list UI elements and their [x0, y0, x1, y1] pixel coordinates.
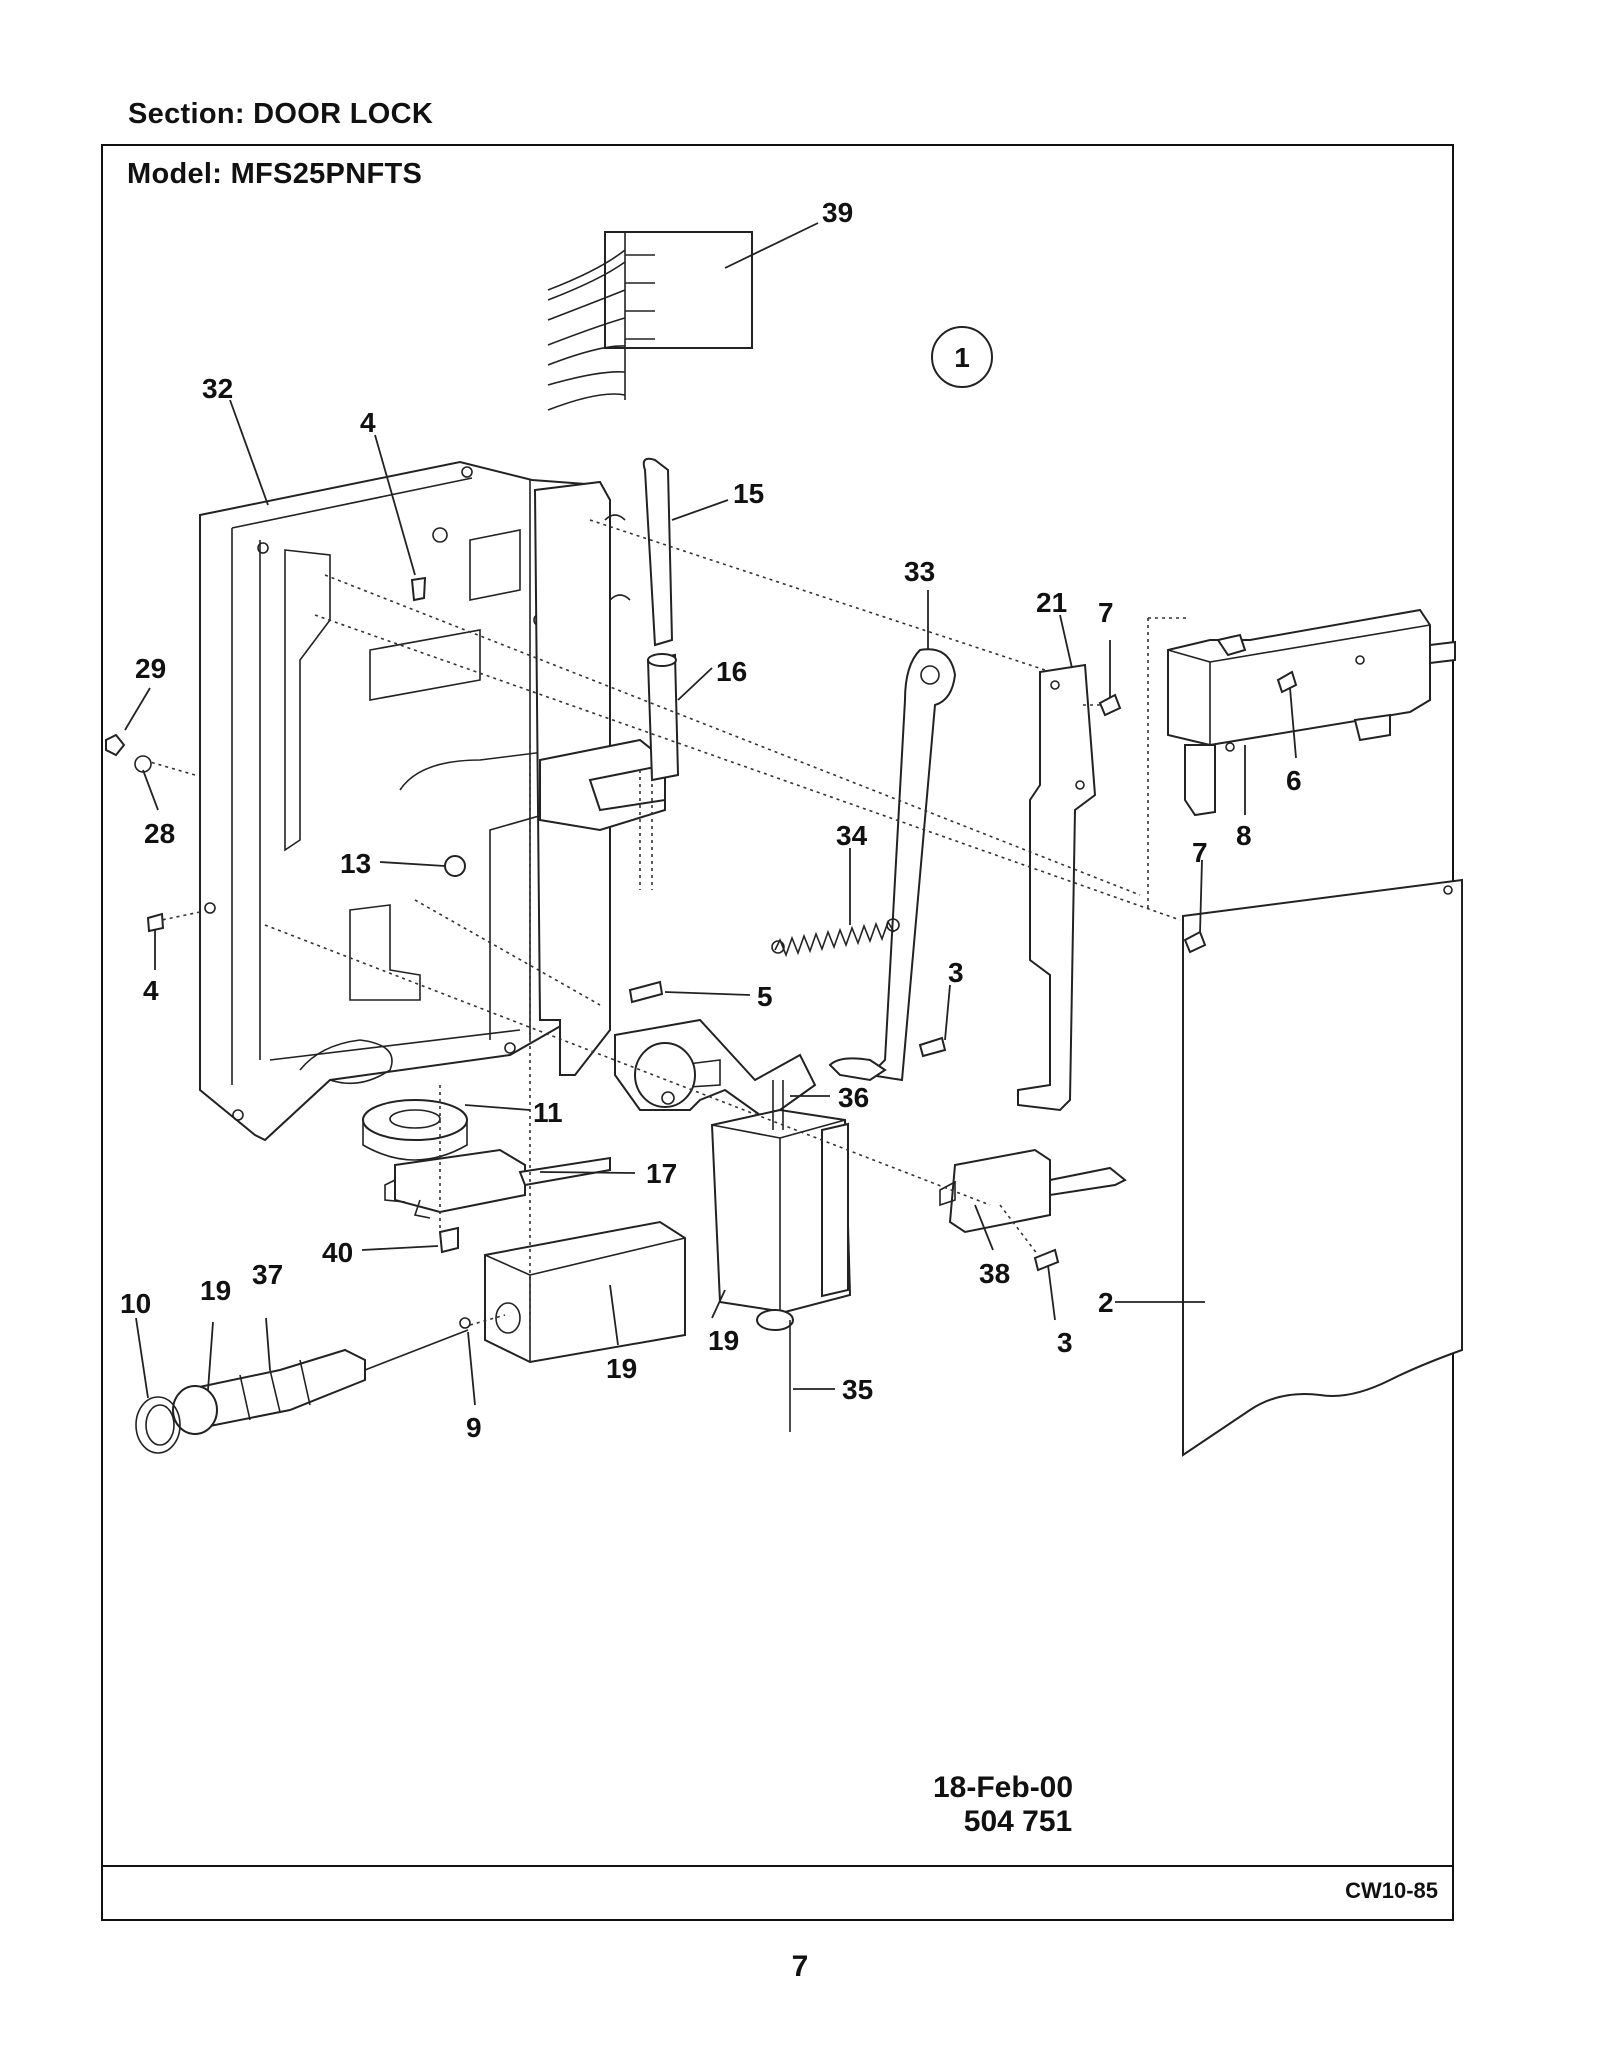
- callout-36: 36: [838, 1082, 869, 1113]
- callout-19-left: 19: [200, 1275, 231, 1306]
- exploded-parts-diagram: 1 39 32 4 15 16 33 21 7 6 8 7 29 28 13 4…: [105, 197, 1463, 1457]
- callout-28: 28: [144, 818, 175, 849]
- page-number: 7: [791, 1950, 809, 1983]
- callout-7-mid: 7: [1192, 837, 1208, 868]
- footer-divider: [103, 1865, 1452, 1867]
- callout-4-left: 4: [143, 975, 159, 1006]
- actuator-part-36: [614, 1018, 817, 1117]
- section-title: Section: DOOR LOCK: [128, 98, 434, 130]
- date-stamp: 18-Feb-00 504 751: [933, 1771, 1073, 1839]
- solenoid-part-19-right: [710, 1080, 852, 1331]
- callout-5: 5: [757, 981, 773, 1012]
- callout-15: 15: [733, 478, 764, 509]
- callout-13: 13: [340, 848, 371, 879]
- model-title: Model: MFS25PNFTS: [127, 158, 423, 190]
- callout-17: 17: [646, 1158, 677, 1189]
- callout-4-top: 4: [360, 407, 376, 438]
- ring-part-11: [362, 1099, 468, 1161]
- callouts: 1 39 32 4 15 16 33 21 7 6 8 7 29 28 13 4…: [120, 197, 1302, 1443]
- solenoid-part-19-center: [484, 1220, 686, 1364]
- leader-lines: [124, 222, 1297, 1406]
- callout-32: 32: [202, 373, 233, 404]
- housing-part-32: [199, 460, 608, 1142]
- housing-bracket: [533, 480, 666, 1076]
- callout-11: 11: [533, 1097, 563, 1128]
- retaining-clip-part-10: [135, 1396, 181, 1454]
- rod-part-15: [642, 457, 674, 647]
- sleeve-part-16: [646, 653, 680, 782]
- hardware-screws: [105, 576, 1298, 1329]
- callout-2: 2: [1098, 1287, 1114, 1318]
- callout-39: 39: [822, 197, 853, 228]
- callout-29: 29: [135, 653, 166, 684]
- plunger-assembly-part-37: [172, 1329, 469, 1435]
- callout-7-top: 7: [1098, 597, 1114, 628]
- callout-3-top: 3: [948, 957, 964, 988]
- door-panel-part-2: [1182, 878, 1463, 1457]
- callout-38: 38: [979, 1258, 1010, 1289]
- diagram-frame: Model: MFS25PNFTS 18-Feb-00 504 751 CW10…: [101, 144, 1454, 1921]
- lever-part-33: [828, 648, 957, 1082]
- callout-19-right: 19: [708, 1325, 739, 1356]
- plate-part-21: [1017, 663, 1097, 1112]
- microswitch-part-38: [939, 1148, 1127, 1234]
- connector-part-39: [547, 231, 753, 411]
- callout-35: 35: [842, 1374, 873, 1405]
- switch-part-8: [1167, 608, 1456, 817]
- callout-8: 8: [1236, 820, 1252, 851]
- callout-3-bottom: 3: [1057, 1327, 1073, 1358]
- stamp-number: 504 751: [963, 1805, 1073, 1838]
- callout-10: 10: [120, 1288, 151, 1319]
- callout-6: 6: [1286, 765, 1302, 796]
- assembly-number-badge: [931, 326, 993, 388]
- callout-16: 16: [716, 656, 747, 687]
- alignment-lines: [149, 519, 1190, 1330]
- callout-37: 37: [252, 1259, 283, 1290]
- callout-19-center: 19: [606, 1353, 637, 1384]
- callout-33: 33: [904, 556, 935, 587]
- callout-1: 1: [954, 342, 970, 373]
- spring-part-34: [771, 918, 900, 958]
- callout-34: 34: [836, 820, 868, 851]
- callout-21: 21: [1036, 587, 1067, 618]
- callout-40: 40: [322, 1237, 353, 1268]
- footer-code: CW10-85: [1345, 1878, 1438, 1903]
- stamp-date: 18-Feb-00: [933, 1771, 1074, 1804]
- callout-9: 9: [466, 1412, 482, 1443]
